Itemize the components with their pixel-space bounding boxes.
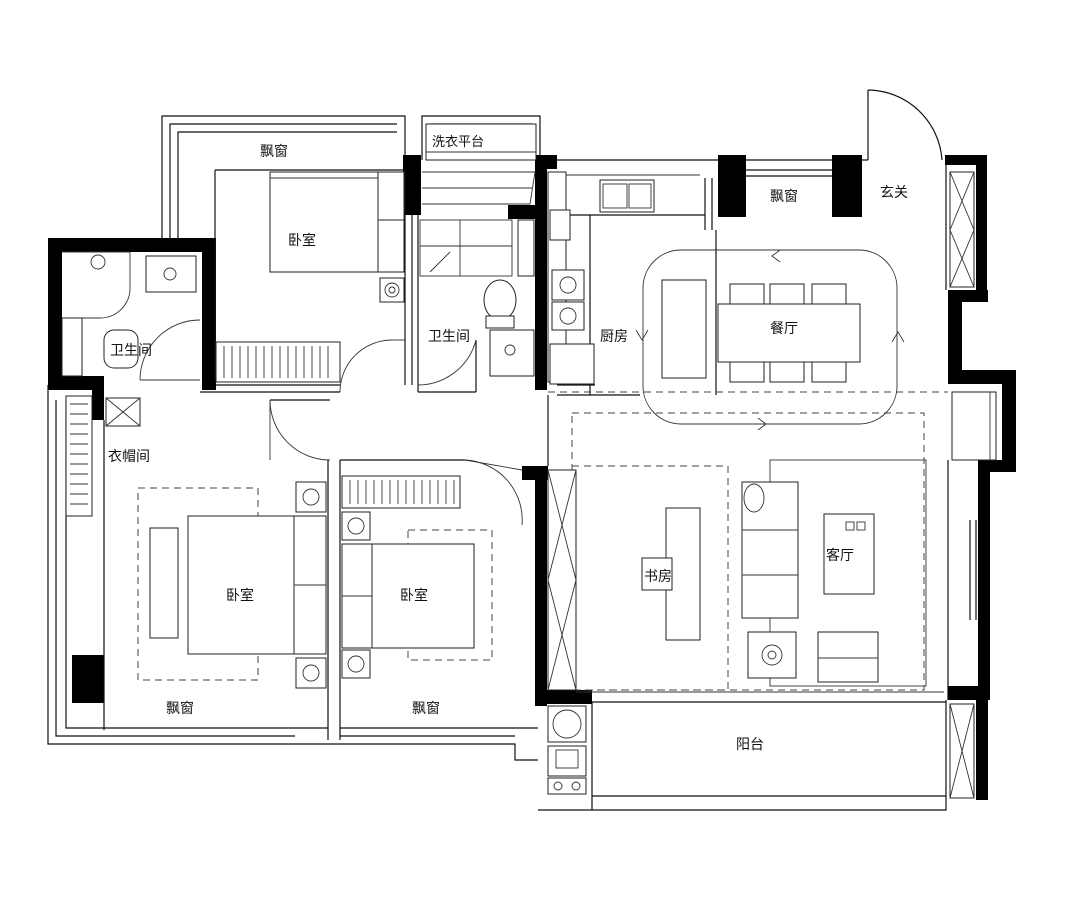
label-bathroom-left: 卫生间 <box>110 343 152 359</box>
wardrobe-slats-2 <box>349 480 455 504</box>
cloakroom <box>65 395 93 517</box>
label-bedroom-north: 卧室 <box>288 232 316 249</box>
label-bedroom-master: 卧室 <box>226 587 254 604</box>
label-living: 客厅 <box>826 547 854 564</box>
dining-area <box>635 249 905 431</box>
label-bay-window-bm: 飘窗 <box>412 700 440 717</box>
label-laundry-balcony: 洗衣平台 <box>432 134 484 150</box>
bathroom-mid <box>419 219 535 377</box>
laundry-platform <box>422 123 537 205</box>
room-labels: 飘窗 卧室 洗衣平台 卫生间 卫生间 厨房 飘窗 玄关 餐厅 衣帽间 卧室 卧室… <box>108 134 908 753</box>
label-bay-window-bl: 飘窗 <box>166 700 194 717</box>
kitchen <box>547 171 700 385</box>
doors <box>139 319 523 526</box>
label-kitchen: 厨房 <box>600 329 628 345</box>
bedroom-north <box>215 171 405 383</box>
interior-walls <box>65 170 717 740</box>
bathroom-left <box>61 251 197 427</box>
wardrobe-slats <box>223 346 329 378</box>
balcony-fixtures <box>547 705 587 795</box>
bedroom-master <box>137 481 327 689</box>
label-entrance: 玄关 <box>880 184 908 201</box>
label-cloakroom: 衣帽间 <box>108 449 150 465</box>
label-balcony: 阳台 <box>736 737 764 753</box>
right-windows <box>949 171 997 799</box>
label-bay-window-kitchen: 飘窗 <box>770 188 798 205</box>
label-bathroom-mid: 卫生间 <box>428 329 470 345</box>
study <box>547 469 701 691</box>
living-room <box>741 459 927 687</box>
bedroom-second <box>341 475 493 679</box>
label-bay-window-top: 飘窗 <box>260 143 288 160</box>
label-dining: 餐厅 <box>770 321 798 337</box>
label-bedroom-second: 卧室 <box>400 587 428 604</box>
label-study: 书房 <box>644 569 672 585</box>
structural-walls <box>48 155 1016 800</box>
